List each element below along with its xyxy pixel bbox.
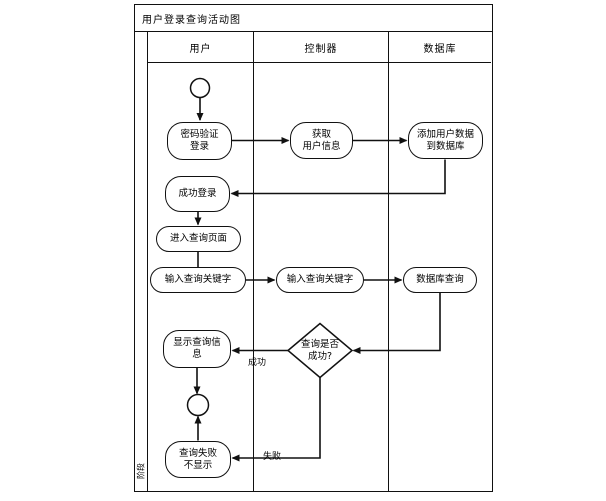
node-get-user-info: 获取 用户信息 <box>290 122 353 159</box>
edge-dbquery-to-decision <box>352 293 441 354</box>
lane-user: 用户 <box>148 32 254 491</box>
end-circle <box>186 393 210 417</box>
decision-label: 查询是否 成功? <box>300 338 339 362</box>
lane-header-database: 数据库 <box>389 32 491 63</box>
edge-label-fail: 失败 <box>263 452 282 462</box>
decision-diamond <box>286 322 354 379</box>
node-login-success: 成功登录 <box>165 176 230 212</box>
node-input-keyword-user: 输入查询关键字 <box>150 267 246 293</box>
node-show-query-info: 显示查询信 息 <box>163 330 231 368</box>
node-query-fail: 查询失败 不显示 <box>165 441 231 478</box>
diagram-body: 用户 控制器 数据库 <box>135 32 492 491</box>
edge-adddata-to-success <box>230 159 446 197</box>
edge-decision-to-fail <box>231 377 321 462</box>
phase-strip <box>135 32 148 491</box>
node-input-keyword-controller: 输入查询关键字 <box>276 267 364 293</box>
edge-label-success: 成功 <box>248 358 267 368</box>
node-db-query: 数据库查询 <box>403 267 477 293</box>
node-password-login: 密码验证 登录 <box>167 122 232 160</box>
lane-controller: 控制器 <box>254 32 389 491</box>
diagram-title: 用户登录查询活动图 <box>142 14 241 26</box>
start-circle <box>189 77 211 99</box>
node-add-user-data: 添加用户数据 到数据库 <box>408 122 483 159</box>
lane-header-controller: 控制器 <box>254 32 388 63</box>
lane-header-user: 用户 <box>148 32 253 63</box>
lane-database: 数据库 <box>389 32 491 491</box>
node-enter-query-page: 进入查询页面 <box>156 226 241 252</box>
diagram-title-row: 用户登录查询活动图 <box>135 5 492 32</box>
